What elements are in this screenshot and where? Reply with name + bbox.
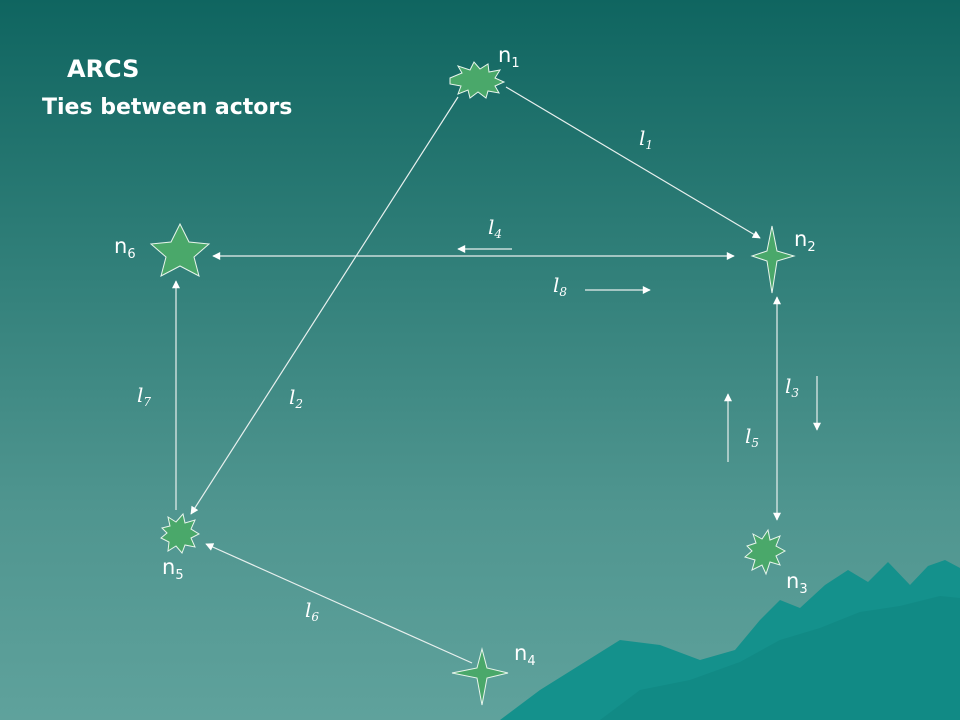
node-label-n5: n5 — [162, 555, 184, 583]
node-label-n3: n3 — [786, 569, 808, 597]
slide-title: ARCS — [67, 55, 140, 83]
mountain-highlight — [600, 596, 960, 720]
link-label-l2: l2 — [289, 385, 303, 411]
link-label-l4: l4 — [488, 215, 502, 241]
edge-l1 — [505, 86, 761, 239]
node-n3-burst-icon — [743, 528, 787, 576]
node-n1-burst-icon — [449, 61, 506, 99]
node-label-n1: n1 — [498, 43, 520, 71]
node-label-n2: n2 — [794, 227, 816, 255]
link-label-l1: l1 — [639, 126, 653, 152]
node-n2-four-point-star-icon — [750, 225, 796, 294]
node-n4-four-point-star-icon — [451, 647, 509, 706]
node-label-n6: n6 — [114, 234, 136, 262]
node-n5-burst-icon — [160, 512, 201, 554]
link-label-l8: l8 — [553, 273, 567, 299]
edge-l6 — [205, 543, 473, 664]
link-label-l6: l6 — [305, 598, 319, 624]
link-label-l5: l5 — [745, 424, 759, 450]
link-label-l3: l3 — [785, 374, 799, 400]
node-n6-five-point-star-icon — [149, 222, 211, 277]
node-label-n4: n4 — [514, 641, 536, 669]
edge-l2 — [190, 96, 459, 515]
slide-subtitle: Ties between actors — [42, 95, 293, 120]
link-label-l7: l7 — [137, 383, 151, 409]
